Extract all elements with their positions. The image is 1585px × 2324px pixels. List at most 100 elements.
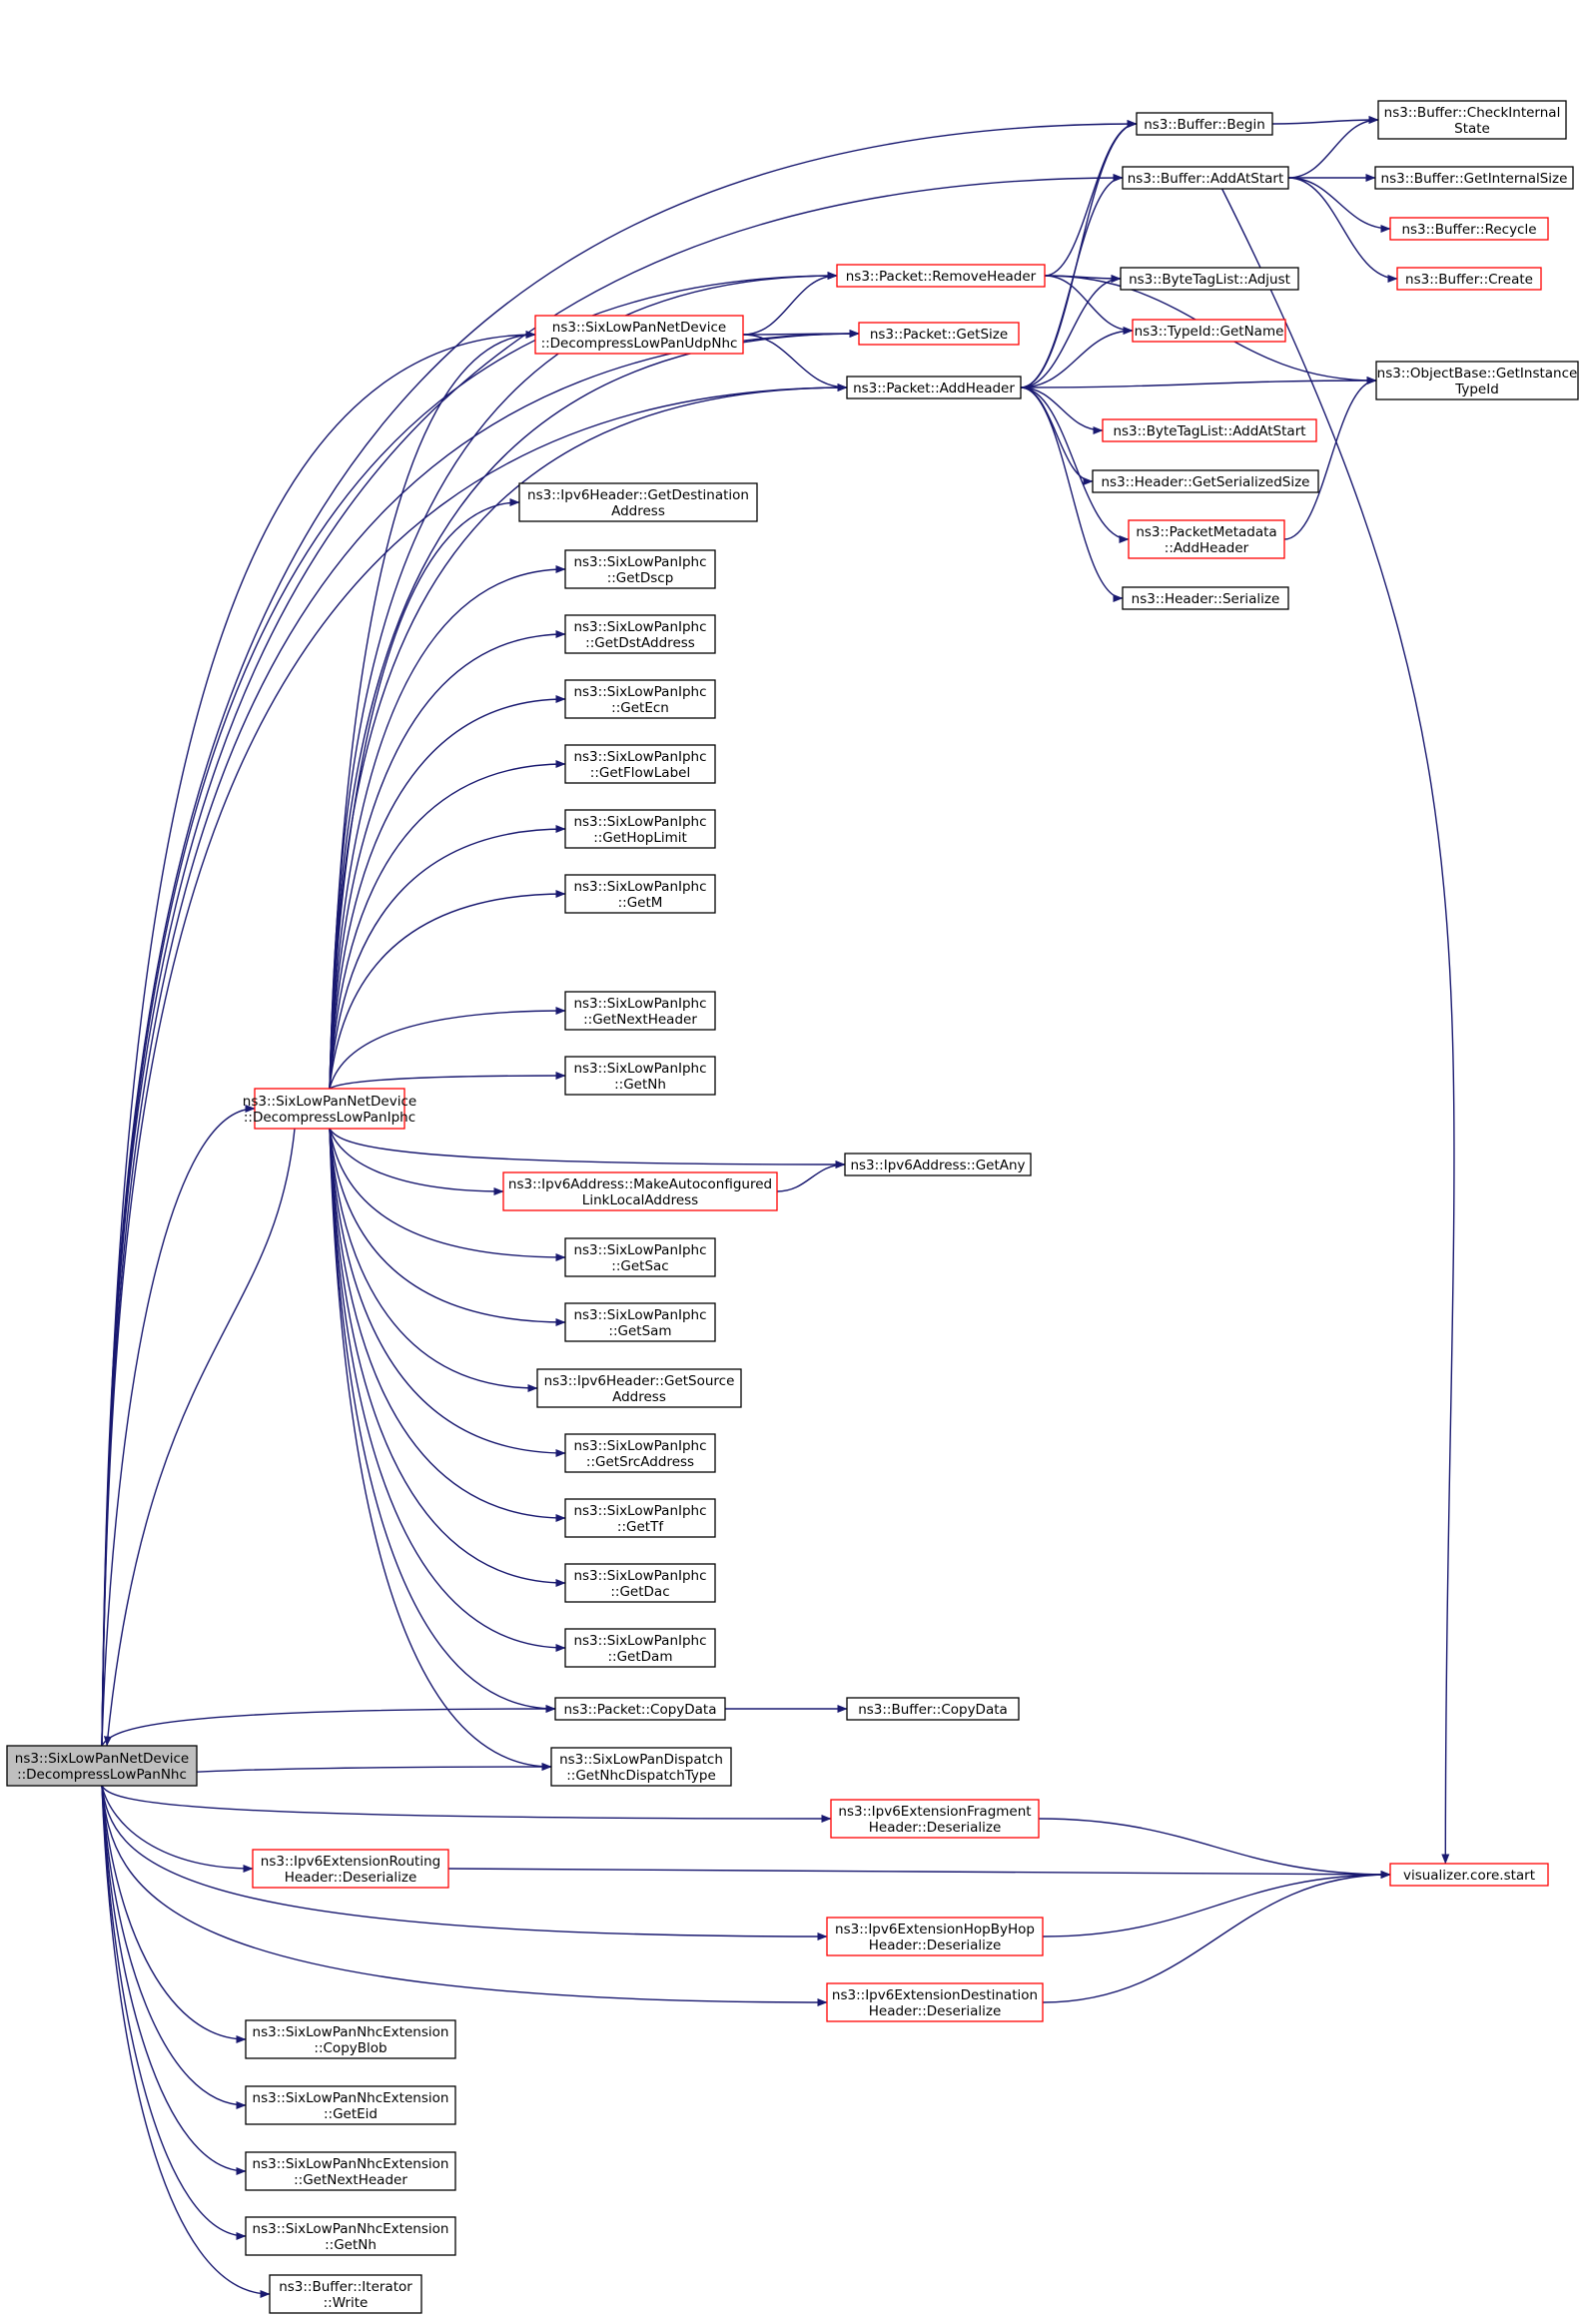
node-label: ns3::SixLowPanIphc [573,1061,706,1077]
node-pktcopydata[interactable]: ns3::Packet::CopyData [554,1697,726,1721]
edge-root-to-routingdeser [101,1785,254,1873]
edge-udpnhc-to-addheader [742,334,848,391]
node-getname[interactable]: ns3::TypeId::GetName [1132,319,1286,343]
node-box [564,1433,716,1473]
node-nhcgetnh[interactable]: ns3::SixLowPanNhcExtension::GetNh [245,2216,456,2256]
node-getserializedsize[interactable]: ns3::Header::GetSerializedSize [1092,469,1319,493]
node-getdam[interactable]: ns3::SixLowPanIphc::GetDam [564,1628,716,1668]
node-adjust[interactable]: ns3::ByteTagList::Adjust [1120,267,1299,291]
node-label: ns3::SixLowPanIphc [573,684,706,700]
edge-addatstart-to-vizstart [1220,188,1455,1865]
node-getnh[interactable]: ns3::SixLowPanIphc::GetNh [564,1056,716,1096]
edge-iphc-to-getsource [329,1128,538,1392]
node-removeheader[interactable]: ns3::Packet::RemoveHeader [836,264,1046,288]
edge-addheader-to-getname [1020,327,1134,388]
node-getany[interactable]: ns3::Ipv6Address::GetAny [844,1153,1032,1176]
edge-path [329,1128,566,1652]
node-box [564,679,716,719]
node-destdeser[interactable]: ns3::Ipv6ExtensionDestinationHeader::Des… [826,1982,1044,2022]
node-label: ns3::Buffer::CopyData [858,1702,1008,1718]
node-makeauto[interactable]: ns3::Ipv6Address::MakeAutoconfiguredLink… [502,1171,778,1211]
node-box [1102,418,1317,442]
edge-iphc-to-getdac [329,1128,566,1587]
node-box [1122,166,1289,190]
edge-path [329,1128,566,1587]
node-root[interactable]: ns3::SixLowPanNetDevice::DecompressLowPa… [6,1745,198,1787]
node-routingdeser[interactable]: ns3::Ipv6ExtensionRoutingHeader::Deseria… [252,1849,449,1889]
node-label: ::GetDscp [607,570,674,586]
edge-iphc-to-udpnhc [329,331,536,1090]
edge-path [103,1128,296,1747]
edge-destdeser-to-vizstart [1042,1871,1391,2003]
edge-iphc-to-getdstaddress [329,630,566,1090]
node-fragdeser[interactable]: ns3::Ipv6ExtensionFragmentHeader::Deseri… [830,1799,1040,1839]
edge-path [329,760,566,1090]
node-box [554,1697,726,1721]
node-getsrcaddress[interactable]: ns3::SixLowPanIphc::GetSrcAddress [564,1433,716,1473]
node-box [564,1237,716,1277]
edge-routingdeser-to-vizstart [447,1868,1391,1879]
node-bufcopydata[interactable]: ns3::Buffer::CopyData [846,1697,1020,1721]
node-getinternalsize[interactable]: ns3::Buffer::GetInternalSize [1374,166,1574,190]
node-iterwrite[interactable]: ns3::Buffer::Iterator::Write [269,2274,422,2314]
node-getsize[interactable]: ns3::Packet::GetSize [858,322,1020,346]
node-gethoplimit[interactable]: ns3::SixLowPanIphc::GetHopLimit [564,809,716,849]
node-label: ns3::Buffer::CheckInternal [1384,105,1561,121]
node-label: ns3::Ipv6Address::MakeAutoconfigured [508,1176,772,1192]
node-label: ns3::Packet::GetSize [870,327,1008,343]
edge-addheader-to-adjust [1020,275,1122,388]
node-getdac[interactable]: ns3::SixLowPanIphc::GetDac [564,1563,716,1603]
edge-root-to-iphc [101,1105,256,1747]
node-gettf[interactable]: ns3::SixLowPanIphc::GetTf [564,1498,716,1538]
node-label: ns3::SixLowPanIphc [573,1633,706,1649]
node-hopdeser[interactable]: ns3::Ipv6ExtensionHopByHopHeader::Deseri… [826,1917,1044,1956]
edge-path [1220,188,1455,1865]
node-label: ns3::SixLowPanNhcExtension [253,2156,449,2172]
node-getdscp[interactable]: ns3::SixLowPanIphc::GetDscp [564,549,716,589]
edge-root-to-hopdeser [101,1785,828,1940]
node-pmaddheader[interactable]: ns3::PacketMetadata::AddHeader [1128,519,1285,559]
node-label: ::GetEcn [611,700,669,716]
node-label: ns3::Buffer::Create [1405,272,1533,288]
node-iphc[interactable]: ns3::SixLowPanNetDevice::DecompressLowPa… [243,1088,416,1130]
node-geteid[interactable]: ns3::SixLowPanNhcExtension::GetEid [245,2085,456,2125]
node-begin[interactable]: ns3::Buffer::Begin [1136,112,1273,136]
node-nhcgetnextheader[interactable]: ns3::SixLowPanNhcExtension::GetNextHeade… [245,2151,456,2191]
node-box [518,482,758,522]
node-serialize[interactable]: ns3::Header::Serialize [1122,586,1289,610]
node-getecn[interactable]: ns3::SixLowPanIphc::GetEcn [564,679,716,719]
node-label: ::GetSac [611,1258,668,1274]
node-vizstart[interactable]: visualizer.core.start [1389,1863,1549,1887]
node-addatstart[interactable]: ns3::Buffer::AddAtStart [1122,166,1289,190]
node-label: ns3::ByteTagList::Adjust [1129,272,1290,288]
edge-removeheader-to-begin [1044,120,1138,277]
edge-addheader-to-getinstance [1020,377,1377,388]
edge-path [101,1105,256,1747]
node-create[interactable]: ns3::Buffer::Create [1396,267,1542,291]
node-btladdatstart[interactable]: ns3::ByteTagList::AddAtStart [1102,418,1317,442]
node-getflowlabel[interactable]: ns3::SixLowPanIphc::GetFlowLabel [564,744,716,784]
edge-addheader-to-addatstart [1020,174,1124,388]
node-getsac[interactable]: ns3::SixLowPanIphc::GetSac [564,1237,716,1277]
node-label: ::GetM [618,895,663,911]
node-getsam[interactable]: ns3::SixLowPanIphc::GetSam [564,1302,716,1342]
node-box [1092,469,1319,493]
node-label: ns3::SixLowPanNhcExtension [253,2221,449,2237]
node-getnhcdispatch[interactable]: ns3::SixLowPanDispatch::GetNhcDispatchTy… [550,1747,732,1787]
edge-iphc-to-getdam [329,1128,566,1652]
node-getnextheader[interactable]: ns3::SixLowPanIphc::GetNextHeader [564,991,716,1031]
node-layer: ns3::SixLowPanNetDevice::DecompressLowPa… [6,100,1579,2314]
node-udpnhc[interactable]: ns3::SixLowPanNetDevice::DecompressLowPa… [534,315,744,355]
node-copyblob[interactable]: ns3::SixLowPanNhcExtension::CopyBlob [245,2019,456,2059]
node-addheader[interactable]: ns3::Packet::AddHeader [846,376,1022,399]
node-box [245,2085,456,2125]
node-recycle[interactable]: ns3::Buffer::Recycle [1389,217,1549,241]
node-getdstaddress[interactable]: ns3::SixLowPanIphc::GetDstAddress [564,614,716,654]
edge-path [1283,377,1377,540]
node-getm[interactable]: ns3::SixLowPanIphc::GetM [564,874,716,914]
